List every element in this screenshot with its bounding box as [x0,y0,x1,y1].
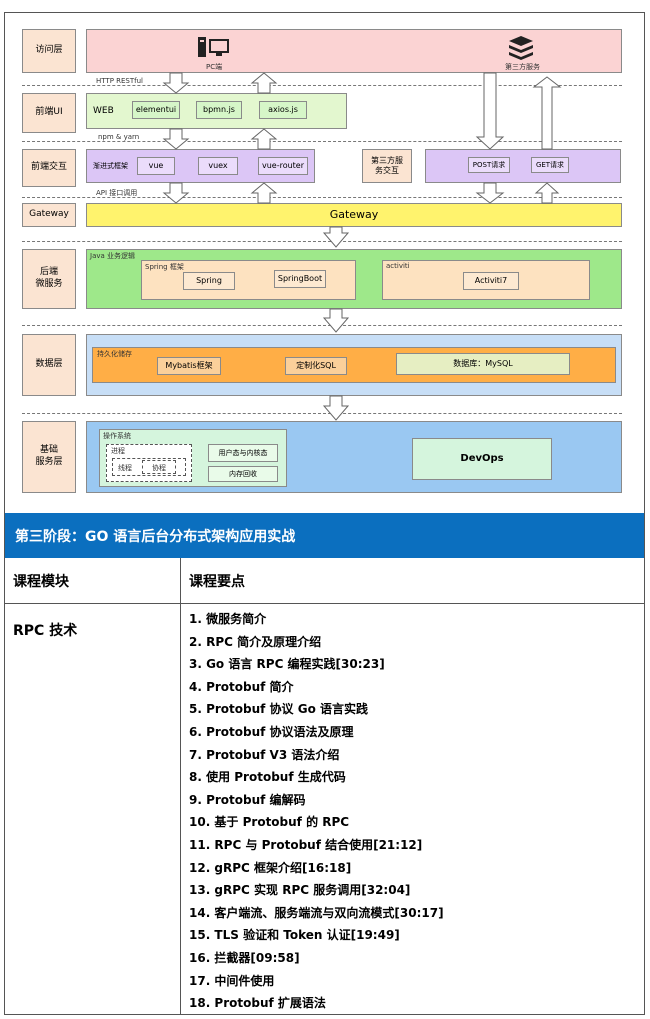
interact-item-vue: vue [137,157,175,175]
table-header-row: 课程模块 课程要点 [5,558,644,604]
list-item: 18. Protobuf 扩展语法 [189,996,326,1011]
third-party-service-label: 第三方服务 [505,63,540,71]
coroutine-label: 协程 [152,464,166,472]
separator [22,85,622,86]
mysql-item: 数据库：MySQL [396,353,570,375]
server-stack-icon [509,36,533,60]
list-item: 1. 微服务简介 [189,612,267,626]
npm-link-label: npm & yarn [98,133,140,141]
third-party-interact-label: 第三方服 务交互 [362,149,412,183]
api-link-label: API 接口调用 [96,189,138,197]
devops-box: DevOps [412,438,552,480]
layer-label-access: 访问层 [22,29,76,73]
list-item: 12. gRPC 框架介绍[16:18] [189,860,352,875]
framework-label: 渐进式框架 [93,161,128,170]
interact-item-vue-router: vue-router [258,157,308,175]
springboot-item: SpringBoot [274,270,326,288]
activiti-group-label: activiti [386,262,410,270]
list-item: 10. 基于 Protobuf 的 RPC [189,815,350,830]
ui-item-elementui: elementui [132,101,180,119]
list-item: 3. Go 语言 RPC 编程实践[30:23] [189,657,385,672]
list-item: 15. TLS 验证和 Token 认证[19:49] [189,928,400,943]
stage-title-bar: 第三阶段：GO 语言后台分布式架构应用实战 [5,513,644,558]
persistence-title: 持久化储存 [97,350,132,358]
backend-title: Java 业务逻辑 [90,252,136,260]
ui-item-axiosjs: axios.js [259,101,307,119]
list-item: 11. RPC 与 Protobuf 结合使用[21:12] [189,837,423,852]
list-item: 17. 中间件使用 [189,973,275,988]
os-label: 操作系统 [103,432,131,440]
access-layer-box [86,29,622,73]
points-list: 1. 微服务简介 2. RPC 简介及原理介绍 3. Go 语言 RPC 编程实… [189,608,444,1015]
list-item: 8. 使用 Protobuf 生成代码 [189,770,346,785]
get-request-box: GET请求 [531,157,569,173]
separator [22,325,622,326]
third-party-requests-box [425,149,621,183]
column-divider [180,558,181,1015]
up-arrow-icon [250,72,562,204]
page-frame [4,12,645,1015]
web-label: WEB [93,105,114,116]
list-item: 9. Protobuf 编解码 [189,792,306,807]
layer-label-infra: 基础 服务层 [22,421,76,493]
user-kernel-box: 用户态与内核态 [208,444,278,462]
ui-item-bpmnjs: bpmn.js [196,101,242,119]
list-item: 2. RPC 简介及原理介绍 [189,634,322,649]
http-link-label: HTTP RESTful [96,77,143,85]
list-item: 5. Protobuf 协议 Go 语言实践 [189,702,369,717]
diagram-arrows [162,36,562,421]
custom-sql-item: 定制化SQL [285,357,347,375]
gateway-bar: Gateway [86,203,622,227]
layer-label-frontend-interact: 前端交互 [22,149,76,187]
process-label: 进程 [111,447,125,455]
interact-item-vuex: vuex [198,157,238,175]
pc-icon [198,37,229,57]
thread-coroutine-box [112,458,186,476]
separator [22,141,622,142]
activiti7-item: Activiti7 [463,272,519,290]
down-arrow-icon [162,72,350,421]
spring-item: Spring [183,272,235,290]
down-arrow-icon [475,72,505,204]
thread-label: 线程 [118,464,132,472]
mybatis-item: Mybatis框架 [157,357,221,375]
post-request-box: POST请求 [468,157,510,173]
memory-gc-box: 内存回收 [208,466,278,482]
header-module: 课程模块 [13,574,69,590]
list-item: 13. gRPC 实现 RPC 服务调用[32:04] [189,883,411,898]
separator [22,197,622,198]
header-points: 课程要点 [189,574,245,590]
list-item: 6. Protobuf 协议语法及原理 [189,724,354,739]
pc-label: PC端 [206,63,223,71]
spring-group-label: Spring 框架 [145,263,184,271]
separator [22,413,622,414]
list-item: 16. 拦截器[09:58] [189,950,300,965]
layer-label-gateway: Gateway [22,203,76,227]
stage-title: 第三阶段：GO 语言后台分布式架构应用实战 [15,528,296,545]
architecture-diagram: 访问层 前端UI 前端交互 Gateway 后端 微服务 数据层 基础 服务层 … [22,29,622,493]
layer-label-backend: 后端 微服务 [22,249,76,309]
list-item: 4. Protobuf 简介 [189,679,294,694]
coroutine-box [142,460,176,474]
module-name: RPC 技术 [13,623,78,639]
list-item: 14. 客户端流、服务端流与双向流模式[30:17] [189,905,444,920]
list-item: 7. Protobuf V3 语法介绍 [189,747,340,762]
layer-label-frontend-ui: 前端UI [22,93,76,133]
separator [22,241,622,242]
layer-label-data: 数据层 [22,334,76,396]
